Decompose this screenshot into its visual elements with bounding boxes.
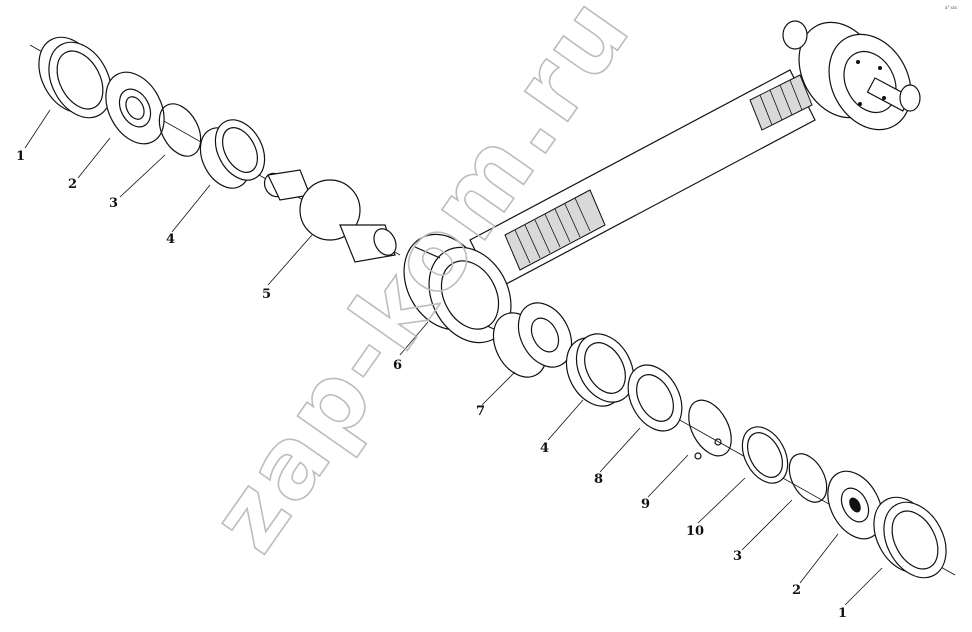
callout-3: 3	[109, 196, 118, 211]
watermark: zap-kom.ru	[189, 0, 653, 571]
part-bushing-right	[565, 333, 635, 407]
callout-8: 8	[594, 472, 603, 487]
callout-4b: 4	[540, 441, 549, 456]
part-cap-right	[827, 470, 883, 540]
callout-9: 9	[641, 497, 650, 512]
part-seal-left	[38, 36, 112, 119]
part-bushing-left	[199, 119, 266, 189]
callout-1b: 1	[838, 606, 847, 621]
corner-mark: a° sss	[945, 5, 957, 10]
part-cap-left	[105, 71, 165, 145]
part-snap-ring-left	[158, 103, 202, 157]
callout-10: 10	[686, 524, 704, 539]
callout-4: 4	[166, 232, 175, 247]
callout-2b: 2	[792, 583, 801, 598]
ball-pin	[263, 169, 397, 263]
callout-1: 1	[16, 149, 25, 164]
part-snap-ring-right	[788, 453, 828, 503]
callout-labels: 1 2 3 4 5 6 7 4 8 9 10 3 2 1	[16, 149, 847, 621]
part-ring-8	[627, 364, 683, 432]
large-end-housing	[403, 233, 512, 344]
part-circlip-9	[688, 399, 732, 460]
callout-5: 5	[262, 287, 271, 302]
callout-6: 6	[393, 358, 402, 373]
part-insert-7	[492, 302, 573, 378]
callout-3b: 3	[733, 549, 742, 564]
rod-body	[469, 69, 816, 291]
callout-2: 2	[68, 177, 77, 192]
small-end-housing	[782, 20, 921, 131]
part-washer-10	[741, 426, 789, 484]
leader-lines	[24, 109, 883, 606]
callout-7: 7	[476, 404, 485, 419]
part-seal-right	[873, 496, 947, 579]
